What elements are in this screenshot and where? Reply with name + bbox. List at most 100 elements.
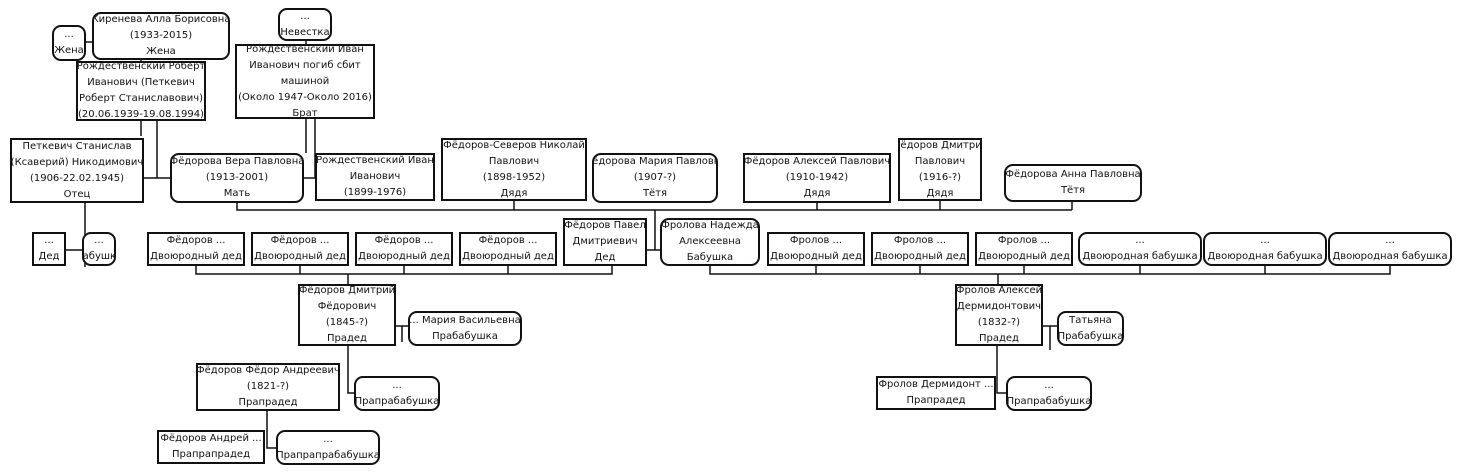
person-relation: Брат	[292, 107, 318, 119]
person-card-praprab2[interactable]: ... Прапрабабушка	[1006, 376, 1092, 411]
person-relation: Двоюродный дед	[770, 251, 862, 262]
person-relation: (1899-1976)	[343, 187, 407, 198]
person-card-gb1[interactable]: ...Двоюродная бабушка	[1078, 232, 1202, 266]
person-card-maria-p[interactable]: Фёдорова Мария Павловна(1907-?)Тётя	[592, 153, 718, 203]
person-card-babushka[interactable]: ...Бабушка	[82, 232, 116, 266]
person-text: Иванович (Петкевич	[87, 77, 195, 88]
person-text: Фёдорова Вера Павловна	[170, 156, 304, 167]
person-text: (Ксаверий) Никодимович	[10, 156, 144, 168]
person-relation: Прапрадед	[238, 397, 298, 408]
person-text: Фёдоров Андрей ...	[160, 433, 262, 444]
person-relation: Бабушка	[686, 252, 734, 263]
person-text: Фёдоров Павел	[564, 220, 646, 231]
person-card-prapraprab[interactable]: ...Прапрапрабабушка	[276, 430, 380, 465]
person-card-andrei[interactable]: Фёдоров Андрей ...Прапрапрадед	[157, 430, 265, 464]
person-card-gb3[interactable]: ... Двоюродная бабушка	[1328, 232, 1452, 266]
person-text: (1916-?)	[918, 171, 962, 183]
person-relation: Двоюродный дед	[462, 251, 554, 262]
person-card-praprab1[interactable]: ...Прапрабабушка	[354, 376, 440, 411]
person-text: (1913-2001)	[205, 172, 269, 183]
person-relation: Прапрабабушка	[1006, 395, 1092, 407]
person-card-kireneva[interactable]: Киренева Алла Борисовна(1933-2015)Жена	[92, 12, 230, 60]
person-card-wife2[interactable]: ...Жена	[52, 25, 86, 61]
person-card-frol-c3[interactable]: Фролов ... Двоюродный дед	[975, 232, 1073, 266]
person-text: Фролов Дермидонт ...	[878, 379, 994, 390]
person-card-dmitri-p[interactable]: Фёдоров ДмитрийПавлович (1916-?) Дядя	[898, 138, 982, 201]
person-relation: Дядя	[500, 187, 528, 199]
person-text: (1933-2015)	[129, 30, 193, 41]
person-text: Фёдоров ...	[374, 235, 434, 246]
person-card-alexei-p[interactable]: Фёдоров Алексей Павлович(1910-1942)Дядя	[743, 153, 891, 203]
person-relation: Тётя	[642, 188, 668, 199]
person-card-dermidont[interactable]: Фролов Дермидонт ... Прапрадед	[876, 376, 996, 410]
person-text: Фролов ...	[997, 235, 1051, 246]
person-text: ...	[1260, 235, 1270, 246]
person-card-fed-c2[interactable]: Фёдоров ...Двоюродный дед	[251, 232, 349, 266]
connector	[236, 202, 1072, 211]
person-card-vera[interactable]: Фёдорова Вера Павловна (1913-2001) Мать	[170, 153, 304, 203]
person-text: ...	[300, 10, 310, 22]
person-relation: Прапрапрабабушка	[276, 449, 380, 461]
person-text: Фролов Алексей	[955, 285, 1043, 296]
person-card-fed-c4[interactable]: Фёдоров ... Двоюродный дед	[459, 232, 557, 266]
person-relation: Прапрадед	[906, 395, 966, 406]
person-text: (1910-1942)	[785, 172, 849, 183]
person-relation: Дед	[594, 252, 616, 263]
person-relation: Невестка	[280, 26, 330, 38]
person-text: (1821-?)	[246, 381, 290, 392]
connector	[996, 345, 1006, 394]
person-text: ...	[1044, 379, 1054, 391]
person-card-ded[interactable]: ...Дед	[32, 232, 66, 266]
person-text: Татьяна	[1069, 314, 1112, 326]
person-text: Роберт Станиславович)	[78, 93, 204, 104]
person-relation: Двоюродная бабушка	[1082, 251, 1198, 262]
person-card-fed-c1[interactable]: Фёдоров ...Двоюродный дед	[147, 232, 245, 266]
person-text: Павлович	[914, 155, 966, 167]
person-text: (1907-?)	[633, 172, 677, 183]
person-text: Петкевич Станислав	[22, 140, 132, 152]
person-relation: Дядя	[926, 187, 954, 199]
person-text: Фролова Надежда	[661, 220, 759, 231]
person-card-petkevich[interactable]: Петкевич Станислав (Ксаверий) Никодимович…	[10, 138, 144, 203]
person-card-frol-c2[interactable]: Фролов ...Двоюродный дед	[871, 232, 969, 266]
person-card-fed-c3[interactable]: Фёдоров ...Двоюродный дед	[355, 232, 453, 266]
person-relation: Двоюродная бабушка	[1332, 251, 1448, 262]
person-relation: Отец	[63, 188, 91, 200]
person-relation: Двоюродный дед	[978, 251, 1070, 262]
person-relation: Мать	[223, 188, 251, 199]
person-card-frol-c1[interactable]: Фролов ...Двоюродный дед	[767, 232, 865, 266]
person-text: (1845-?)	[325, 317, 369, 328]
person-relation: Двоюродный дед	[874, 251, 966, 262]
person-text: ...	[1385, 235, 1395, 246]
person-text: (1898-1952)	[482, 171, 546, 183]
person-text: Фёдоров Дмитрий	[900, 139, 982, 151]
person-relation: Жена	[146, 46, 176, 57]
person-relation: Прапрабабушка	[354, 395, 440, 407]
person-text: Фёдорова Анна Павловна	[1005, 169, 1141, 180]
person-relation: Прабабушка	[432, 330, 498, 342]
person-text: Иванович погиб сбит	[249, 59, 361, 71]
person-relation: Двоюродный дед	[150, 251, 242, 262]
person-card-fyodor-a[interactable]: Фёдоров Фёдор Андреевич(1821-?)Прапрадед	[196, 363, 340, 411]
person-text: Рождественский Иван	[316, 155, 434, 166]
person-text: Рождественский Роберт	[76, 61, 206, 72]
person-text: Фёдоров ...	[478, 235, 538, 246]
person-card-gb2[interactable]: ...Двоюродная бабушка	[1203, 232, 1327, 266]
person-text: машиной	[280, 75, 330, 87]
person-text: Фёдоров Дмитрий	[298, 285, 396, 296]
person-card-nevestka[interactable]: ... Невестка	[278, 8, 332, 41]
person-text: Фёдоров-Северов Николай	[443, 139, 585, 151]
